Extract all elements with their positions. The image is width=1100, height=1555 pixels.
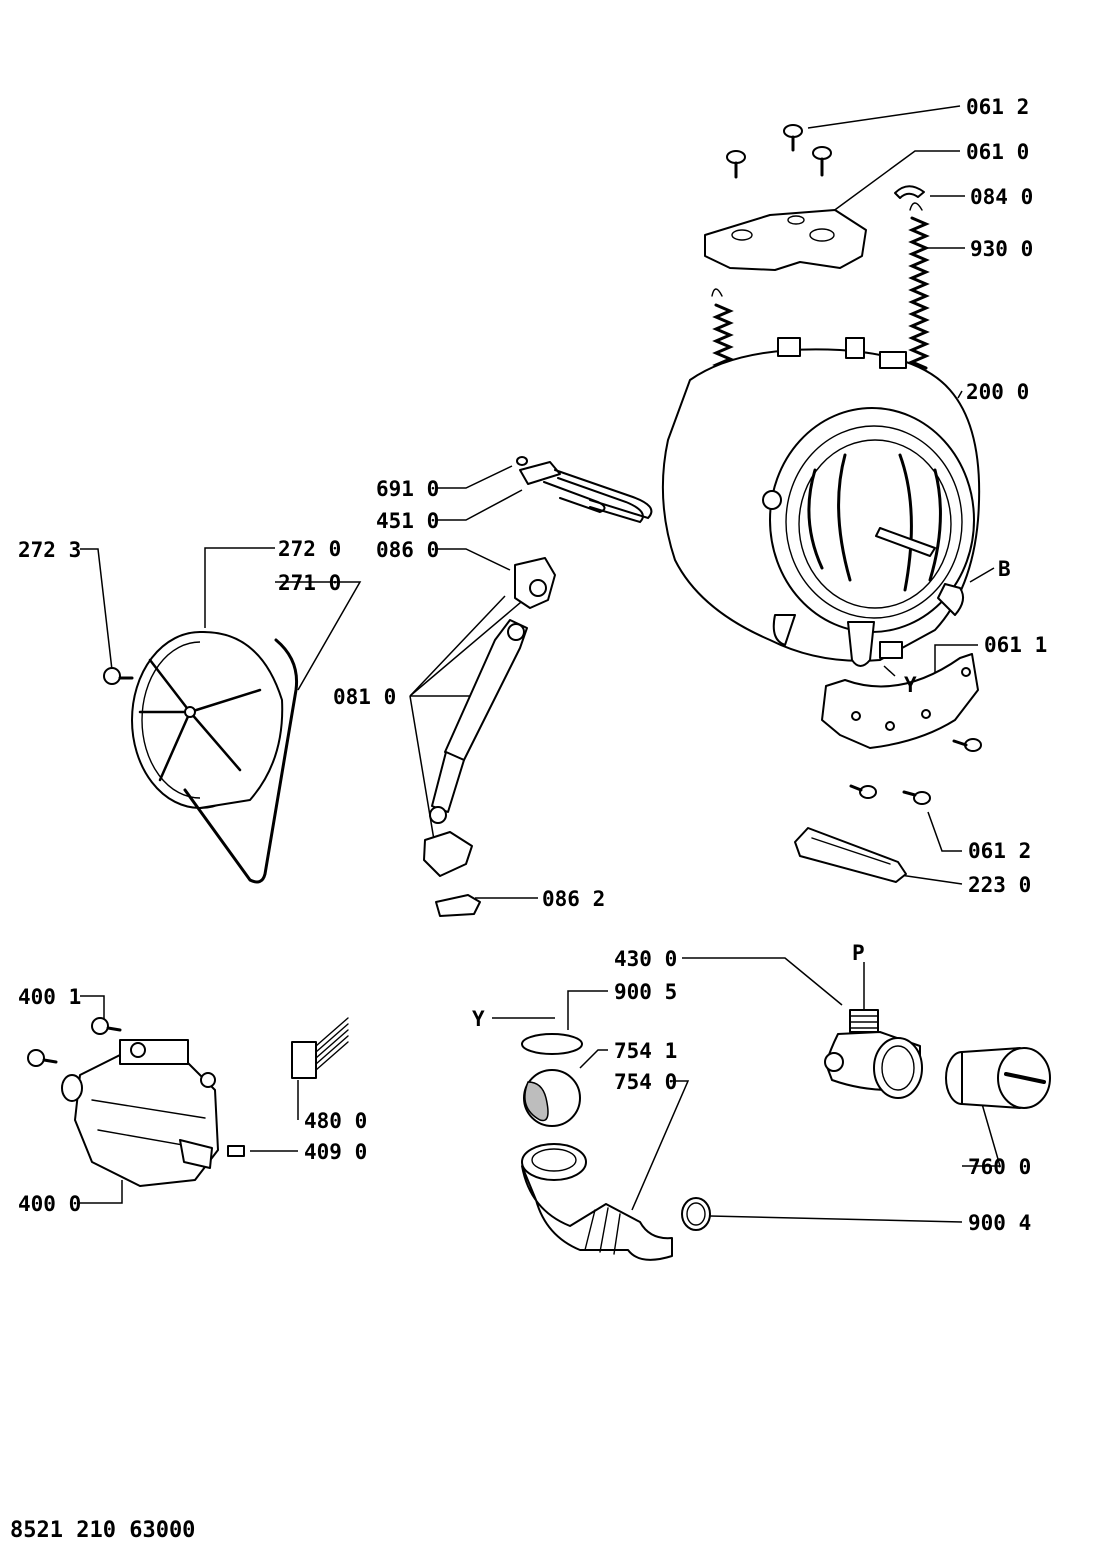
part-label-P: P — [852, 941, 865, 965]
part-label-223-0: 223 0 — [968, 873, 1031, 897]
part-label-409-0: 409 0 — [304, 1140, 367, 1164]
pump-filter-icon — [945, 1047, 1051, 1109]
drum-paddle-icon — [794, 827, 907, 883]
part-label-081-0: 081 0 — [333, 685, 396, 709]
part-label-272-3: 272 3 — [18, 538, 81, 562]
shock-absorber-icon — [423, 557, 556, 917]
heater-element-icon — [516, 456, 653, 524]
part-label-480-0: 480 0 — [304, 1109, 367, 1133]
motor-icon — [61, 1039, 245, 1187]
document-code: 8521 210 63000 — [10, 1518, 196, 1543]
part-label-754-1: 754 1 — [614, 1039, 677, 1063]
part-label-086-2: 086 2 — [542, 887, 605, 911]
screw-icon — [812, 146, 832, 177]
part-label-061-1: 061 1 — [984, 633, 1047, 657]
part-label-400-0: 400 0 — [18, 1192, 81, 1216]
bottom-counterweight-icon — [821, 653, 979, 749]
tub-assembly — [661, 124, 981, 667]
part-label-271-0: 271 0 — [278, 571, 341, 595]
screw-icon — [27, 1049, 58, 1067]
part-label-430-0: 430 0 — [614, 947, 677, 971]
part-label-930-0: 930 0 — [970, 237, 1033, 261]
o-ring-icon — [521, 1033, 583, 1055]
screw-icon — [103, 667, 134, 685]
part-label-754-0: 754 0 — [614, 1070, 677, 1094]
drive-belt-icon — [183, 638, 299, 884]
screw-icon — [726, 150, 746, 179]
screw-icon — [783, 124, 803, 152]
screw-icon — [902, 790, 931, 805]
screw-icon — [849, 784, 877, 799]
part-label-272-0: 272 0 — [278, 537, 341, 561]
drain-hose-icon — [521, 1143, 673, 1261]
part-label-Y-tub: Y — [904, 673, 917, 697]
screw-icon — [952, 738, 982, 752]
ball-valve-icon — [523, 1069, 581, 1127]
part-label-691-0: 691 0 — [376, 477, 439, 501]
part-labels: 061 2 061 0 084 0 930 0 200 0 B 061 1 Y … — [18, 95, 1047, 1235]
hose-clamp-icon — [681, 1197, 711, 1231]
part-label-086-0: 086 0 — [376, 538, 439, 562]
pulley-icon — [131, 630, 284, 809]
part-label-451-0: 451 0 — [376, 509, 439, 533]
screw-icon — [91, 1017, 122, 1035]
part-label-400-1: 400 1 — [18, 985, 81, 1009]
part-label-B: B — [998, 557, 1011, 581]
part-label-200-0: 200 0 — [966, 380, 1029, 404]
leader-lines — [80, 105, 1001, 1223]
part-label-900-5: 900 5 — [614, 980, 677, 1004]
wiring-connector-icon — [291, 1017, 349, 1079]
part-label-084-0: 084 0 — [970, 185, 1033, 209]
part-label-061-0: 061 0 — [966, 140, 1029, 164]
part-label-061-2: 061 2 — [966, 95, 1029, 119]
part-label-Y-pump: Y — [472, 1007, 485, 1031]
suspension-spring-icon — [908, 202, 930, 370]
drain-pump-icon — [824, 1009, 923, 1099]
part-label-900-4: 900 4 — [968, 1211, 1031, 1235]
part-label-760-0: 760 0 — [968, 1155, 1031, 1179]
spring-hook-icon — [894, 185, 925, 199]
top-counterweight-icon — [704, 209, 867, 271]
part-label-061-2: 061 2 — [968, 839, 1031, 863]
